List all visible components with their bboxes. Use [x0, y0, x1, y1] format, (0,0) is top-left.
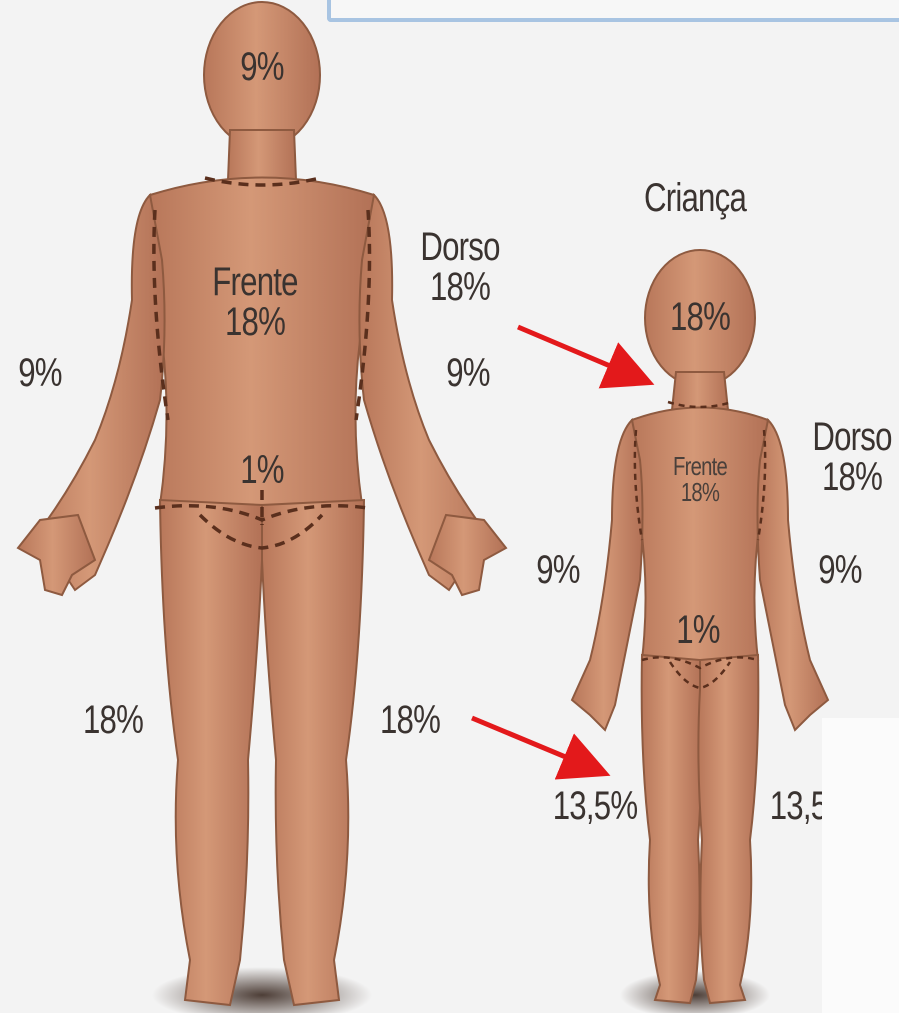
adult-back-torso-label: Dorso 18%: [409, 227, 510, 307]
adult-front-torso-label: Frente 18%: [197, 262, 314, 342]
arrow-legs: [472, 718, 592, 768]
adult-genitals-label: 1%: [231, 450, 293, 490]
adult-body: [18, 2, 506, 1005]
child-left-arm-label: 9%: [527, 550, 589, 590]
child-title: Criança: [629, 178, 762, 218]
adult-right-arm-label: 9%: [437, 353, 499, 393]
child-front-torso-label: Frente 18%: [653, 453, 747, 505]
arrow-back-torso: [518, 327, 636, 377]
adult-left-arm-label: 9%: [9, 353, 71, 393]
child-genitals-label: 1%: [667, 610, 729, 650]
adult-ground-shadow: [152, 967, 372, 1013]
child-head-label: 18%: [653, 297, 747, 337]
corner-overlay: [822, 718, 899, 1013]
adult-right-leg-label: 18%: [367, 700, 453, 740]
adult-head-label: 9%: [231, 47, 293, 87]
child-left-leg-label: 13,5%: [540, 786, 649, 826]
child-back-torso-label: Dorso 18%: [805, 417, 899, 497]
child-right-arm-label: 9%: [809, 550, 871, 590]
adult-left-leg-label: 18%: [70, 700, 156, 740]
